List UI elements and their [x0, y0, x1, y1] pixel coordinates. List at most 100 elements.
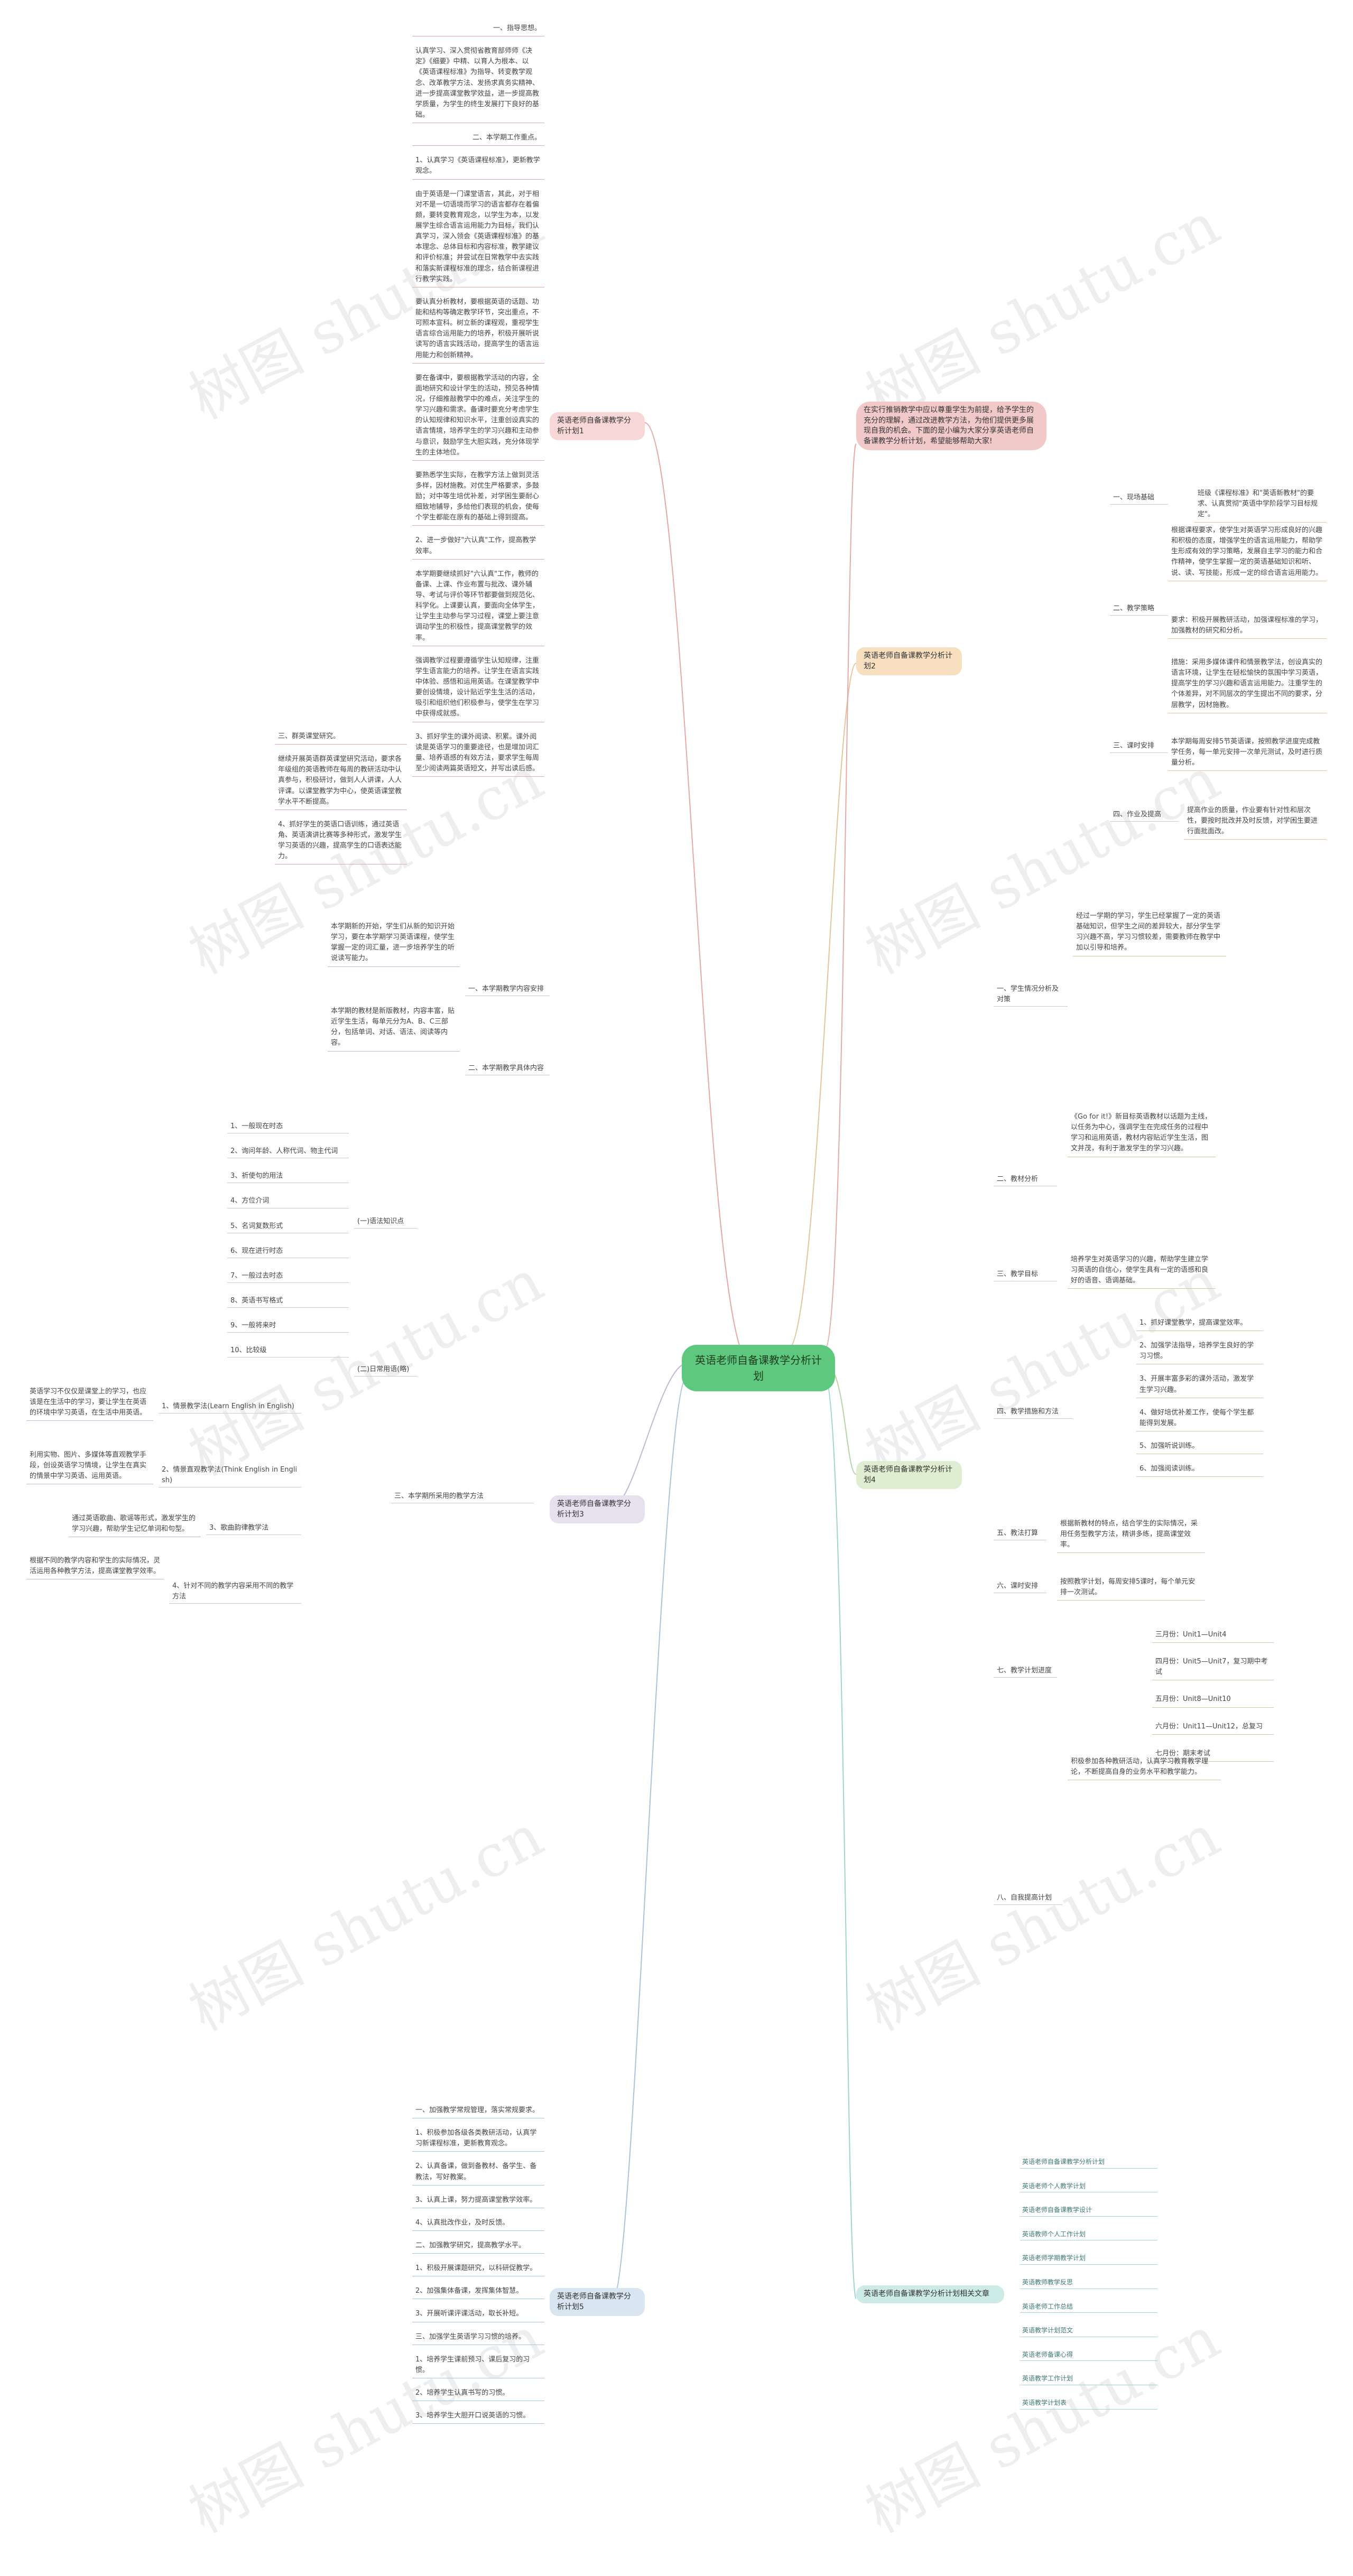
- related-link[interactable]: 英语教学计划表: [1020, 2397, 1157, 2410]
- sub-topic-label[interactable]: 五、教法打算: [994, 1527, 1046, 1541]
- branch-1-texts: 一、指导思想。 认真学习、深入贯彻省教育部师师《决定》《细要》中精、以育人为根本…: [412, 21, 544, 784]
- branch-related-articles[interactable]: 英语老师自备课教学分析计划相关文章: [856, 2285, 1004, 2303]
- sub-topic-label[interactable]: 三、本学期所采用的教学方法: [391, 1490, 534, 1504]
- sub-topic-label[interactable]: 一、现场基础: [1110, 491, 1168, 505]
- text-block: 1、认真学习《英语课程标准》，更新教学观念。: [412, 153, 544, 180]
- sub-topic-label[interactable]: 四、作业及提高: [1110, 808, 1179, 822]
- sub-topic-label[interactable]: 三、课时安排: [1110, 740, 1168, 754]
- branch-1-texts-lower: 三、群英课堂研究。 继续开展英语群英课堂研究活动，要求各年级组的英语教师在每周的…: [275, 729, 407, 872]
- list-item: 2、询问年龄、人称代词、物主代词: [227, 1145, 349, 1159]
- sub-topic-label[interactable]: 二、教材分析: [994, 1173, 1057, 1187]
- related-link[interactable]: 英语老师工作总结: [1020, 2301, 1157, 2313]
- related-link[interactable]: 英语老师自备课教学分析计划: [1020, 2156, 1157, 2169]
- text-block: 4、抓好学生的英语口语训练，通过英语角、英语演讲比赛等多种形式，激发学生学习英语…: [275, 817, 407, 865]
- text-block: 强调教学过程要遵循学生认知规律，注重学生语言能力的培养。让学生在语言实践中体验、…: [412, 654, 544, 722]
- text-block: 2、认真备课，做到备教材、备学生、备教法，写好教案。: [412, 2159, 544, 2186]
- branch-plan-4[interactable]: 英语老师自备课教学分析计划4: [856, 1461, 962, 1490]
- sub-topic-label[interactable]: 七、教学计划进度: [994, 1664, 1057, 1678]
- text-block: 积极参加各种教研活动，认真学习教育教学理论，不断提高自身的业务水平和教学能力。: [1068, 1754, 1221, 1781]
- method-label[interactable]: 4、针对不同的教学内容采用不同的教学方法: [169, 1580, 301, 1604]
- related-link[interactable]: 英语教师个人工作计划: [1020, 2228, 1157, 2241]
- related-link[interactable]: 英语教学计划范文: [1020, 2324, 1157, 2337]
- related-link[interactable]: 英语老师个人教学计划: [1020, 2180, 1157, 2193]
- list-item: 3、开展丰富多彩的课外活动，激发学生学习兴趣。: [1136, 1372, 1263, 1398]
- group-label[interactable]: (一)语法知识点: [354, 1215, 418, 1229]
- text-block: 培养学生对英语学习的兴趣，帮助学生建立学习英语的自信心，使学生具有一定的语感和良…: [1068, 1252, 1216, 1289]
- method-label[interactable]: 1、情景教学法(Learn English in English): [159, 1400, 301, 1414]
- list-item: 2、加强学法指导，培养学生良好的学习习惯。: [1136, 1338, 1263, 1365]
- text-block: 一、加强教学常规管理，落实常规要求。: [412, 2103, 544, 2119]
- related-links: 英语老师自备课教学分析计划 英语老师个人教学计划 英语老师自备课教学设计 英语教…: [1020, 2156, 1157, 2421]
- sub-topic-label[interactable]: 二、教学策略: [1110, 602, 1168, 616]
- text-block: 经过一学期的学习，学生已经掌握了一定的英语基础知识，但学生之间的差异较大，部分学…: [1073, 909, 1226, 956]
- branch-plan-1[interactable]: 英语老师自备课教学分析计划1: [550, 412, 645, 441]
- list-item: 三月份：Unit1—Unit4: [1152, 1628, 1274, 1643]
- text-block: 1、积极参加各级各类教研活动，认真学习新课程标准，更新教育观念。: [412, 2126, 544, 2152]
- list-item: 4、做好培优补差工作，使每个学生都能得到发展。: [1136, 1406, 1263, 1431]
- measure-list: 1、抓好课堂教学，提高课堂效率。 2、加强学法指导，培养学生良好的学习习惯。 3…: [1136, 1316, 1263, 1484]
- sub-topic-label[interactable]: 四、教学措施和方法: [994, 1406, 1073, 1419]
- group-label[interactable]: (二)日常用语(略): [354, 1363, 418, 1377]
- branch-5-texts: 一、加强教学常规管理，落实常规要求。 1、积极参加各级各类教研活动，认真学习新课…: [412, 2103, 544, 2431]
- text-block: 由于英语是一门课堂语言，其此，对于相对不是一切语境而学习的语言都存在着偏颇，要转…: [412, 187, 544, 287]
- related-link[interactable]: 英语老师自备课教学设计: [1020, 2204, 1157, 2217]
- list-item: 1、一般现在时态: [227, 1120, 349, 1134]
- grammar-list: 1、一般现在时态 2、询问年龄、人称代词、物主代词 3、祈使句的用法 4、方位介…: [227, 1120, 349, 1369]
- text-block: 要熟悉学生实际，在教学方法上做到灵活多样，因材施教。对优生严格要求，多鼓励；对中…: [412, 468, 544, 526]
- sub-topic-label[interactable]: 一、本学期教学内容安排: [465, 983, 550, 997]
- list-item: 10、比较级: [227, 1344, 349, 1358]
- related-link[interactable]: 英语教学工作计划: [1020, 2373, 1157, 2385]
- related-link[interactable]: 英语老师学期教学计划: [1020, 2252, 1157, 2265]
- list-item: 六月份：Unit11—Unit12，总复习: [1152, 1719, 1274, 1735]
- method-label[interactable]: 3、歌曲韵律教学法: [206, 1522, 301, 1536]
- text-block: 认真学习、深入贯彻省教育部师师《决定》《细要》中精、以育人为根本、以《英语课程标…: [412, 44, 544, 124]
- text-block: 2、进一步做好"六认真"工作，提高教学效率。: [412, 533, 544, 560]
- text-block: 要在备课中，要根据教学活动的内容，全面地研究和设计学生的活动，预见各种情况，仔细…: [412, 371, 544, 461]
- list-item: 6、现在进行时态: [227, 1245, 349, 1258]
- text-block: 措施：采用多媒体课件和情景教学法，创设真实的语言环境，让学生在轻松愉快的氛围中学…: [1168, 655, 1327, 713]
- method-label[interactable]: 2、情景直观教学法(Think English in English): [159, 1464, 301, 1488]
- related-link[interactable]: 英语教师教学反思: [1020, 2276, 1157, 2289]
- branch-plan-3[interactable]: 英语老师自备课教学分析计划3: [550, 1495, 645, 1524]
- text-block: 要认真分析教材，要根据英语的话题、功能和结构等确定教学环节，突出重点，不可照本宣…: [412, 295, 544, 364]
- text-block: 本学期的教材是新版教材，内容丰富，贴近学生生活，每单元分为A、B、C三部分，包括…: [328, 1004, 460, 1052]
- method-text: 英语学习不仅仅是课堂上的学习，也应该是在生活中的学习，要让学生在英语的环境中学习…: [26, 1384, 153, 1421]
- text-block: 班级《课程标准》和"英语新教材"的要求、认真贯彻"英语中学阶段学习目标规定"。: [1194, 486, 1327, 523]
- text-block: 二、本学期工作重点。: [412, 131, 544, 146]
- text-block: 4、认真批改作业，及时反馈。: [412, 2216, 544, 2231]
- text-block: 3、认真上课，努力提高课堂教学效率。: [412, 2193, 544, 2208]
- sub-topic-label[interactable]: 一、学生情况分析及对策: [994, 983, 1068, 1007]
- method-text: 利用实物、图片、多媒体等直观教学手段，创设英语学习情境，让学生在真实的情景中学习…: [26, 1448, 153, 1485]
- text-block: 《Go for it!》新目标英语教材以话题为主线，以任务为中心，强调学生在完成…: [1068, 1110, 1216, 1157]
- method-text: 通过英语歌曲、歌谣等形式，激发学生的学习兴趣，帮助学生记忆单词和句型。: [69, 1511, 201, 1538]
- list-item: 1、抓好课堂教学，提高课堂效率。: [1136, 1316, 1263, 1332]
- list-item: 8、英语书写格式: [227, 1295, 349, 1308]
- branch-plan-5[interactable]: 英语老师自备课教学分析计划5: [550, 2288, 645, 2317]
- text-block: 本学期每周安排5节英语课，按照教学进度完成教学任务，每一单元安排一次单元测试，及…: [1168, 734, 1327, 771]
- text-block: 三、群英课堂研究。: [275, 729, 407, 745]
- text-block: 按照教学计划，每周安排5课时，每个单元安排一次测试。: [1057, 1575, 1205, 1601]
- list-item: 4、方位介词: [227, 1195, 349, 1208]
- sub-topic-label[interactable]: 二、本学期教学具体内容: [465, 1062, 550, 1076]
- text-block: 要求：积极开展教研活动，加强课程标准的学习，加强教材的研究和分析。: [1168, 613, 1327, 639]
- list-item: 七月份：期末考试: [1152, 1746, 1274, 1762]
- branch-plan-2[interactable]: 英语老师自备课教学分析计划2: [856, 647, 962, 676]
- text-block: 2、培养学生认真书写的习惯。: [412, 2386, 544, 2402]
- text-block: 2、加强集体备课，发挥集体智慧。: [412, 2284, 544, 2300]
- text-block: 本学期要继续抓好"六认真"工作，教师的备课、上课、作业布置与批改、课外辅导、考试…: [412, 567, 544, 646]
- text-block: 本学期新的开始，学生们从新的知识开始学习，要在本学期学习英语课程，使学生掌握一定…: [328, 919, 460, 967]
- text-block: 提高作业的质量，作业要有针对性和层次性，要按时批改并及时反馈，对学困生要进行面批…: [1184, 803, 1327, 840]
- text-block: 根据新教材的特点，结合学生的实际情况，采用任务型教学方法，精讲多练，提高课堂效率…: [1057, 1517, 1205, 1554]
- text-block: 1、培养学生课前预习、课后复习的习惯。: [412, 2352, 544, 2378]
- sub-topic-label[interactable]: 八、自我提高计划: [994, 1892, 1062, 1905]
- method-text: 根据不同的教学内容和学生的实际情况，灵活运用各种教学方法，提高课堂教学效率。: [26, 1554, 164, 1580]
- text-block: 1、积极开展课题研究，以科研促教学。: [412, 2261, 544, 2277]
- related-link[interactable]: 英语老师备课心得: [1020, 2349, 1157, 2361]
- sub-topic-label[interactable]: 六、课时安排: [994, 1580, 1046, 1594]
- list-item: 6、加强阅读训练。: [1136, 1462, 1263, 1477]
- intro-bubble[interactable]: 在实行推销教学中应以尊重学生为前提，给予学生的充分的理解，通过改进教学方法，为他…: [856, 402, 1046, 451]
- text-block: 二、加强教学研究，提高教学水平。: [412, 2238, 544, 2254]
- central-topic[interactable]: 英语老师自备课教学分析计划: [682, 1345, 835, 1391]
- sub-topic-label[interactable]: 三、教学目标: [994, 1268, 1057, 1282]
- text-block: 三、加强学生英语学习习惯的培养。: [412, 2330, 544, 2345]
